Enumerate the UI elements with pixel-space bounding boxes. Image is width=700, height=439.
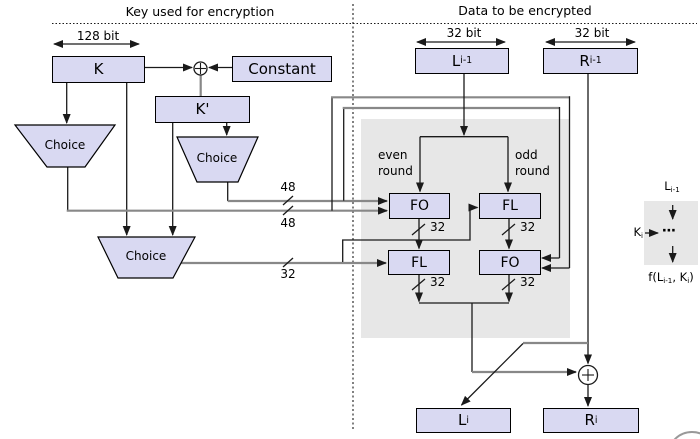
k-width-label: 128 bit xyxy=(76,29,120,43)
left-section-title: Key used for encryption xyxy=(125,4,275,19)
node-constant: Constant xyxy=(232,56,332,82)
l-width-label: 32 bit xyxy=(446,26,482,40)
choice3-label: Choice xyxy=(125,249,167,263)
odd-round-label: odd round xyxy=(515,148,550,178)
bus32-fo-odd: 32 xyxy=(520,275,536,289)
bus-kl-label: 32 xyxy=(280,267,296,281)
bit-width-arrows xyxy=(53,38,636,48)
legend-l-input: Li-1 xyxy=(664,179,680,194)
right-section-title: Data to be encrypted xyxy=(458,3,592,18)
bus-ki-label: 48 xyxy=(280,180,296,194)
node-k: K xyxy=(52,56,145,83)
bus32-fl-even: 32 xyxy=(430,275,446,289)
corner-logo-arc xyxy=(673,431,700,439)
node-fo-odd: FO xyxy=(479,250,541,275)
bus32-fl-odd: 32 xyxy=(520,220,536,234)
xor-key-icon xyxy=(193,61,208,76)
node-fl-even: FL xyxy=(388,250,450,275)
node-fo-even: FO xyxy=(389,193,450,219)
choice1-label: Choice xyxy=(44,138,86,152)
r-width-label: 32 bit xyxy=(574,26,610,40)
even-round-label: even round xyxy=(378,148,413,178)
xor-round-icon xyxy=(577,364,599,386)
bus-ko-label: 48 xyxy=(280,216,296,230)
node-k-prime: K' xyxy=(155,96,250,123)
choice2-label: Choice xyxy=(196,151,238,165)
legend-key: Ki xyxy=(633,225,643,240)
legend-function-label: f(Li-1, Ki) xyxy=(648,270,694,285)
legend-dots: ⋯ xyxy=(662,223,677,239)
node-fl-odd: FL xyxy=(479,193,541,219)
bus32-fo-even: 32 xyxy=(430,220,446,234)
